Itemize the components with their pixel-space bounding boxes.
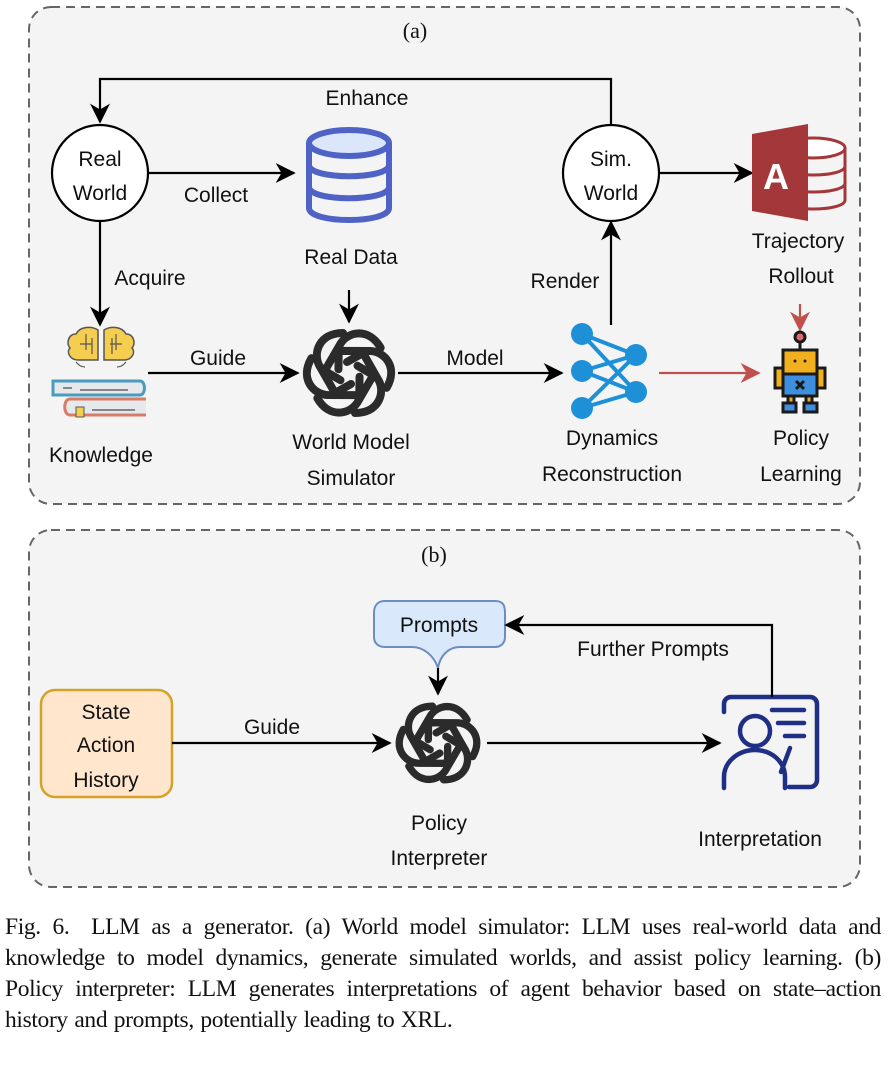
figure-diagram: (a) Enhance Real World Collect Real Data… <box>28 6 861 888</box>
edge-label-guide-b: Guide <box>244 716 300 739</box>
caption-text: LLM as a generator. (a) World model simu… <box>5 914 881 1033</box>
edge-label-collect: Collect <box>184 184 248 207</box>
node-label-real-data: Real Data <box>304 246 398 269</box>
action-line: Action <box>77 734 135 757</box>
node-sim-world-line2: World <box>584 182 638 205</box>
node-real-world: Real World <box>50 123 150 223</box>
edge-label-acquire: Acquire <box>114 267 185 290</box>
node-label-interpretation: Interpretation <box>698 828 822 851</box>
node-sim-world: Sim. World <box>561 123 661 223</box>
node-label-world-model-line1: World Model <box>292 431 410 454</box>
svg-text:A: A <box>763 156 789 197</box>
panel-a-tag: (a) <box>403 18 427 43</box>
edge-further-prompts <box>504 615 774 697</box>
node-label-policy-learning-line2: Learning <box>760 463 842 486</box>
edge-label-enhance: Enhance <box>326 87 409 110</box>
node-state-action-history: State Action History <box>39 688 174 799</box>
panel-b-tag: (b) <box>421 542 447 567</box>
history-line: History <box>73 769 139 792</box>
node-label-trajectory-line2: Rollout <box>768 265 834 288</box>
panel-a-frame <box>28 6 861 505</box>
node-sim-world-line1: Sim. <box>590 148 632 171</box>
node-label-policy-interpreter-line1: Policy <box>411 812 468 835</box>
neural-network-icon <box>571 323 647 419</box>
database-icon <box>306 127 392 223</box>
node-label-dynamics-line2: Reconstruction <box>542 463 682 486</box>
node-label-trajectory-line1: Trajectory <box>752 230 845 253</box>
edge-label-render: Render <box>531 270 600 293</box>
node-label-policy-learning-line1: Policy <box>773 427 830 450</box>
prompts-callout: Prompts <box>373 600 506 669</box>
node-label-knowledge: Knowledge <box>49 444 153 467</box>
brain-books-icon <box>51 326 146 418</box>
prompts-label: Prompts <box>400 614 478 637</box>
access-database-icon: A <box>752 124 847 221</box>
node-real-world-line2: World <box>73 182 127 205</box>
node-label-policy-interpreter-line2: Interpreter <box>391 847 488 870</box>
node-real-world-line1: Real <box>78 148 121 171</box>
edge-label-further-prompts: Further Prompts <box>577 638 729 661</box>
node-label-dynamics-line1: Dynamics <box>566 427 658 450</box>
edge-enhance <box>90 77 613 158</box>
state-line: State <box>81 701 130 724</box>
user-profile-card-icon <box>721 694 820 791</box>
figure-label: Fig. 6. <box>5 914 70 940</box>
node-label-world-model-line2: Simulator <box>307 467 396 490</box>
edge-label-guide-a: Guide <box>190 347 246 370</box>
edge-label-model: Model <box>446 347 503 370</box>
robot-icon <box>773 330 827 414</box>
figure-caption: Fig. 6. LLM as a generator. (a) World mo… <box>5 912 881 1036</box>
